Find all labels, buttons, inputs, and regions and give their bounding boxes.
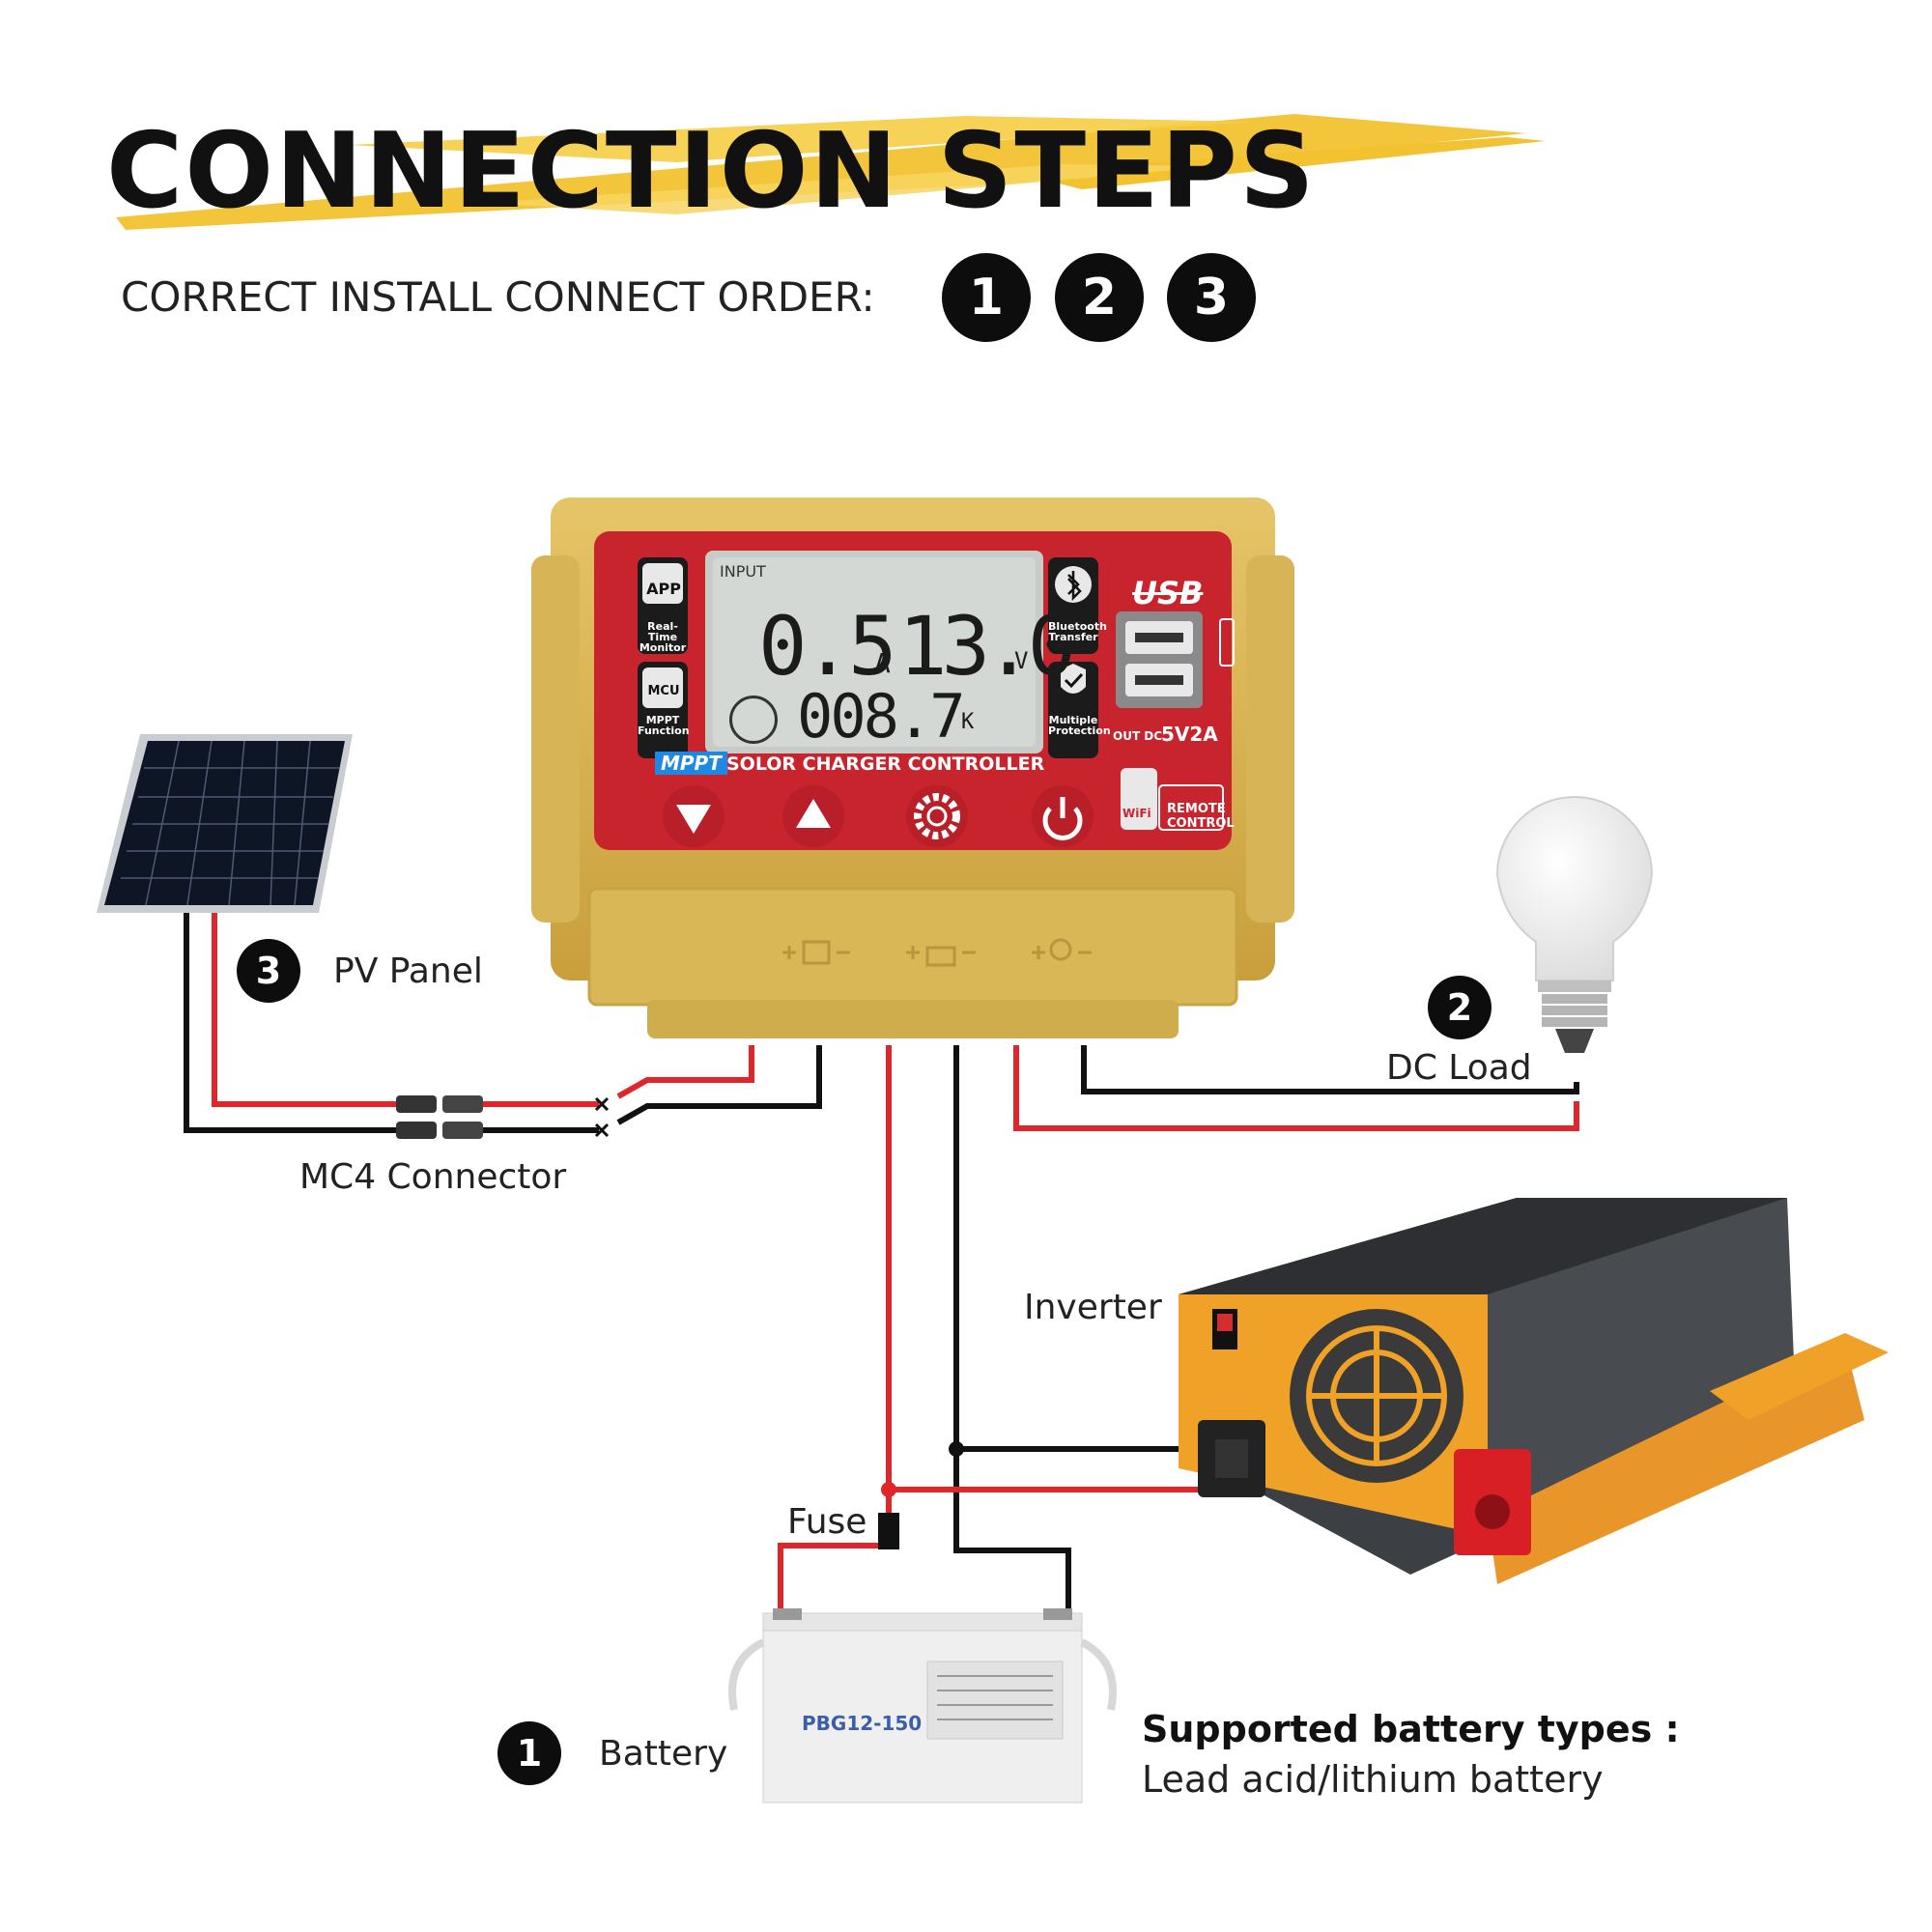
protection-caption: Multiple Protection <box>1048 714 1111 737</box>
supported-battery-types: Lead acid/lithium battery <box>1142 1758 1604 1801</box>
order-badge-3: 3 <box>1167 253 1256 342</box>
load-wire-red <box>1013 1045 1579 1131</box>
inverter-label: Inverter <box>1024 1288 1162 1327</box>
app-icon: APP <box>646 580 681 598</box>
pv-to-ctrl-black <box>616 1045 822 1125</box>
pv-panel-step-badge: 3 <box>237 939 300 1003</box>
bluetooth-caption: Bluetooth Transfer <box>1048 620 1107 643</box>
battery-step-badge: 1 <box>497 1721 561 1785</box>
mcu-caption: MPPT Function <box>638 714 690 737</box>
usb-out-label: OUT DC <box>1113 729 1163 743</box>
pv-wire-black <box>184 913 396 1133</box>
down-button[interactable] <box>663 785 724 847</box>
controller-name: SOLOR CHARGER CONTROLLER <box>726 753 1045 775</box>
app-caption: Real-Time Monitor <box>639 620 687 654</box>
usb-out-value: 5V2A <box>1161 723 1218 746</box>
remote-control-label: REMOTE CONTROL <box>1167 802 1235 831</box>
pv-wire-red <box>212 913 396 1107</box>
lcd-current-reading: 0.5 <box>758 599 897 694</box>
title-brush-strokes <box>116 114 1546 230</box>
dc-load-step-badge: 2 <box>1428 976 1492 1039</box>
settings-gear-button[interactable] <box>906 785 968 847</box>
pv-panel-label: PV Panel <box>333 952 483 991</box>
battery-label: Battery <box>599 1734 728 1774</box>
lcd-current-unit: A <box>874 647 891 679</box>
mc4-connector-label: MC4 Connector <box>299 1157 567 1197</box>
lcd-voltage-unit: V <box>1014 647 1029 674</box>
fuse-label: Fuse <box>787 1502 867 1542</box>
battery-wire-black <box>953 1045 1071 1623</box>
up-button[interactable] <box>782 785 844 847</box>
lcd-input-label: INPUT <box>720 562 766 581</box>
fuse-body <box>878 1513 899 1549</box>
battery-wire-red-bottom <box>778 1543 889 1623</box>
battery-model-label: PBG12-150 <box>802 1712 923 1735</box>
lcd-voltage-reading: 13.0 <box>898 599 1076 694</box>
order-badge-1: 1 <box>942 253 1031 342</box>
bluetooth-icon <box>1055 565 1094 604</box>
power-button[interactable] <box>1032 785 1094 847</box>
inverter-image <box>1179 1198 1889 1584</box>
pv-to-ctrl-red <box>616 1045 754 1099</box>
usb-label: USB <box>1132 575 1204 611</box>
inverter-wire-black <box>956 1446 1201 1468</box>
supported-battery-heading: Supported battery types : <box>1142 1708 1680 1750</box>
mcu-icon: MCU <box>647 684 680 698</box>
lcd-energy-reading: 008.7 <box>797 681 966 752</box>
shield-icon <box>1055 667 1094 705</box>
charge-controller-body <box>531 497 1294 1038</box>
wifi-label: WiFi <box>1122 807 1151 820</box>
battery-image <box>728 1608 1117 1804</box>
mc4-connectors <box>396 1095 483 1139</box>
page-subtitle: CORRECT INSTALL CONNECT ORDER: <box>121 273 875 321</box>
lcd-clock-icon <box>729 696 778 744</box>
pv-panel-image <box>97 734 353 913</box>
mppt-badge: MPPT <box>655 752 727 775</box>
page-title: CONNECTION STEPS <box>106 111 1317 232</box>
order-badge-2: 2 <box>1055 253 1144 342</box>
dc-load-label: DC Load <box>1386 1048 1532 1088</box>
light-bulb-image <box>1495 796 1654 1053</box>
lcd-energy-unit: K <box>961 710 975 734</box>
load-wire-black <box>1081 1045 1579 1094</box>
usb-port-icon <box>1219 618 1235 667</box>
